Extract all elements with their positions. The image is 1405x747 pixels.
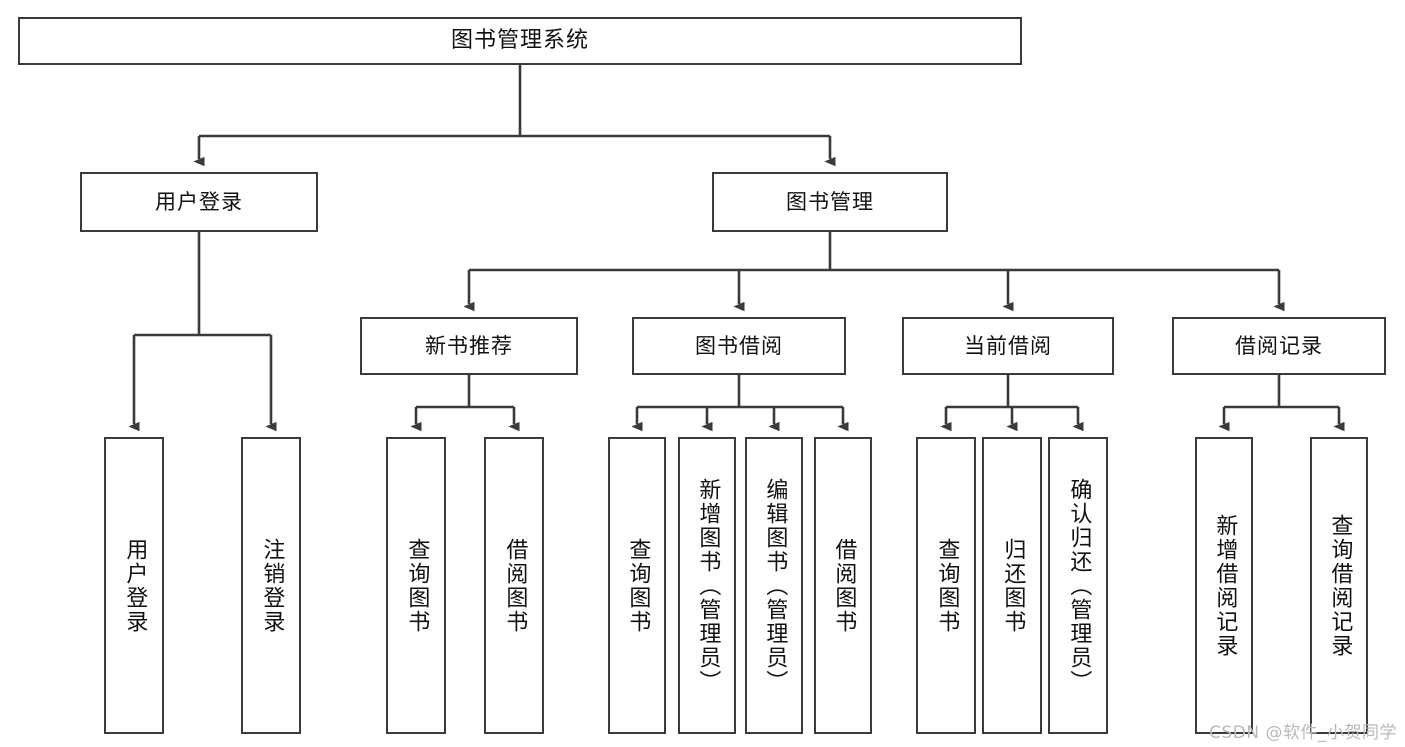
node-leaf-rec-add[interactable]: 新增借阅记录 — [1195, 437, 1253, 734]
node-label: 新增借阅记录 — [1212, 513, 1238, 658]
node-leaf-borrow-take[interactable]: 借阅图书 — [814, 437, 872, 734]
node-leaf-user-login[interactable]: 用户登录 — [104, 437, 164, 734]
node-label: 查询图书 — [934, 537, 960, 634]
node-label: 图书管理 — [786, 189, 874, 214]
node-label: 查询图书 — [404, 537, 430, 634]
node-leaf-cur-return[interactable]: 归还图书 — [982, 437, 1042, 734]
node-root[interactable]: 图书管理系统 — [18, 17, 1022, 65]
node-label: 新书推荐 — [425, 333, 513, 358]
node-label: 确认归还（管理员） — [1066, 477, 1092, 694]
node-label: 用户登录 — [122, 537, 148, 634]
node-user-login[interactable]: 用户登录 — [80, 172, 318, 232]
node-label: 借阅图书 — [831, 537, 857, 634]
node-new-book-rec[interactable]: 新书推荐 — [360, 317, 578, 375]
node-label: 查询借阅记录 — [1327, 513, 1353, 658]
node-borrow-record[interactable]: 借阅记录 — [1172, 317, 1386, 375]
node-label: 图书借阅 — [695, 333, 783, 358]
node-label: 图书管理系统 — [450, 28, 589, 54]
node-leaf-borrow-add[interactable]: 新增图书（管理员） — [678, 437, 736, 734]
node-leaf-rec-borrow[interactable]: 借阅图书 — [484, 437, 544, 734]
node-label: 注销登录 — [259, 537, 285, 634]
node-book-manage[interactable]: 图书管理 — [712, 172, 948, 232]
node-leaf-rec-query[interactable]: 查询图书 — [386, 437, 446, 734]
node-label: 归还图书 — [1000, 537, 1026, 634]
node-label: 查询图书 — [625, 537, 651, 634]
node-leaf-rec-query2[interactable]: 查询借阅记录 — [1310, 437, 1368, 734]
node-label: 新增图书（管理员） — [695, 477, 721, 694]
node-leaf-cur-confirm[interactable]: 确认归还（管理员） — [1048, 437, 1108, 734]
node-label: 用户登录 — [155, 189, 243, 214]
node-label: 当前借阅 — [964, 333, 1052, 358]
node-label: 编辑图书（管理员） — [762, 477, 788, 694]
csdn-watermark: CSDN @软件_小贺同学 — [1209, 723, 1397, 743]
node-label: 借阅图书 — [502, 537, 528, 634]
node-leaf-borrow-edit[interactable]: 编辑图书（管理员） — [745, 437, 803, 734]
node-leaf-user-logout[interactable]: 注销登录 — [241, 437, 301, 734]
node-leaf-cur-query[interactable]: 查询图书 — [916, 437, 976, 734]
node-current-borrow[interactable]: 当前借阅 — [902, 317, 1114, 375]
node-label: 借阅记录 — [1235, 333, 1323, 358]
node-leaf-borrow-query[interactable]: 查询图书 — [608, 437, 666, 734]
node-book-borrow[interactable]: 图书借阅 — [632, 317, 846, 375]
